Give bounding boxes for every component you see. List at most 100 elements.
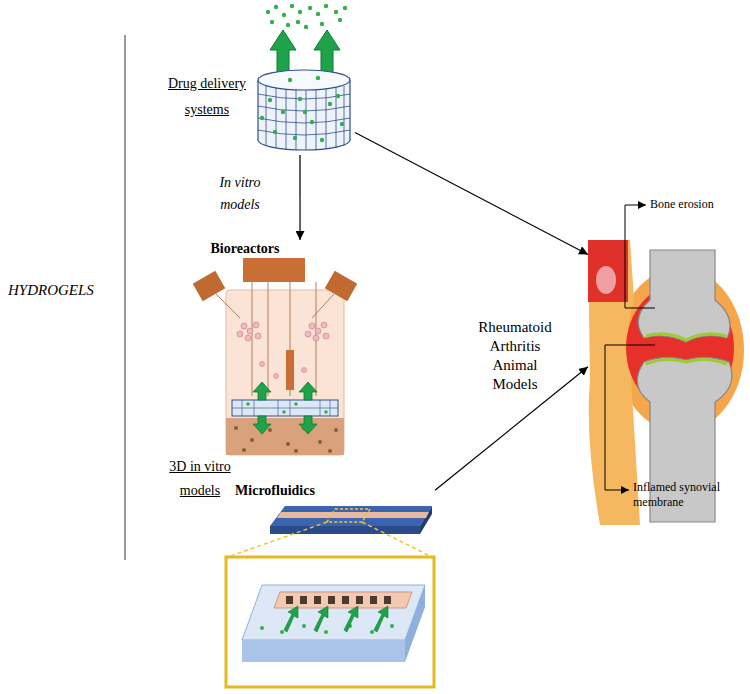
chip-zoom [390, 624, 394, 628]
connector-arrow [299, 155, 300, 240]
hydrogel-disk [340, 122, 344, 126]
released-drug-dots [296, 20, 300, 24]
diagram-node: Microfluidics [225, 482, 435, 690]
bioreactor [252, 282, 253, 396]
bioreactor [232, 408, 338, 409]
bioreactor [246, 402, 250, 406]
bioreactor [286, 350, 294, 390]
hydrogel-disk [281, 110, 285, 114]
chip-zoom [384, 596, 391, 604]
bioreactor [299, 382, 317, 400]
node-label: Bioreactors [200, 240, 290, 258]
bioreactor [252, 282, 316, 396]
bioreactor [286, 442, 290, 446]
hydrogel-disk [328, 102, 332, 106]
chip-zoom [274, 592, 412, 608]
leader-line [625, 205, 655, 308]
chip-zoom [286, 596, 293, 604]
bioreactor [260, 362, 265, 367]
microfluidic-chip [327, 509, 370, 522]
bioreactor [253, 382, 317, 434]
chip-zoom [342, 596, 349, 604]
released-drug-dots [282, 13, 286, 17]
node-label: Drug delivery systems [163, 71, 251, 123]
joint-illustration [588, 240, 640, 525]
bioreactor [328, 449, 332, 453]
bioreactor [243, 258, 305, 282]
bioreactor [268, 282, 269, 396]
chip-zoom [314, 606, 328, 632]
chip-zoom [226, 557, 434, 687]
bracket-line [125, 35, 126, 560]
released-drug-dots [290, 4, 294, 8]
bioreactor [242, 448, 246, 452]
node-label: Microfluidics [225, 482, 325, 500]
hydrogel-disk [273, 130, 277, 134]
annotation-label: 3D in vitro models [155, 455, 245, 503]
bioreactor [255, 333, 261, 339]
bioreactor [234, 426, 338, 453]
hydrogel-disk [258, 70, 350, 150]
chip-zoom [286, 596, 391, 604]
hydrogel-disk [320, 138, 324, 142]
released-drug-dots [338, 18, 342, 22]
bioreactor [247, 328, 253, 334]
bioreactor [312, 294, 334, 318]
released-drug-dots [308, 6, 312, 10]
bioreactor [309, 323, 315, 329]
bioreactor [268, 428, 272, 432]
hydrogel-disk [303, 110, 307, 114]
released-drug-dots [304, 25, 308, 29]
annotation-label: Bone erosion [650, 197, 714, 212]
edge-label: In vitro models [200, 172, 280, 216]
bioreactor [232, 400, 338, 416]
chip-zoom [260, 626, 264, 630]
hydrogel-disk [258, 70, 350, 90]
released-drug-dots [266, 4, 347, 29]
released-drug-dots [320, 22, 324, 26]
bioreactor [294, 449, 298, 453]
released-drug-dots [324, 4, 328, 8]
release-arrow [270, 30, 340, 75]
microfluidic-chip [277, 512, 429, 518]
bioreactor [274, 374, 279, 379]
released-drug-dots [298, 10, 302, 14]
joint-illustration [596, 266, 616, 294]
release-arrow [314, 30, 340, 75]
chip-zoom [284, 606, 298, 632]
chip-zoom [324, 630, 328, 634]
bioreactor [246, 402, 328, 414]
chip-zoom [370, 596, 377, 604]
released-drug-dots [343, 6, 347, 10]
chip-zoom [226, 557, 434, 687]
bioreactor [318, 440, 322, 444]
joint-illustration [588, 240, 628, 302]
joint-illustration [638, 250, 730, 342]
chip-zoom [370, 630, 374, 634]
hydrogel-disk [336, 94, 340, 98]
hydrogel-disk [298, 97, 302, 101]
bioreactor [193, 258, 358, 455]
hydrogel-disk [310, 120, 314, 124]
chip-zoom [356, 596, 363, 604]
chip-zoom [314, 596, 321, 604]
joint-illustration [588, 240, 744, 525]
hydrogel-disk [316, 76, 320, 80]
microfluidic-chip [420, 506, 432, 534]
hydrogel-disk [349, 80, 350, 140]
chip-zoom [344, 606, 358, 632]
bioreactor [232, 400, 338, 416]
chip-zoom [242, 640, 405, 662]
released-drug-dots [274, 5, 278, 9]
bioreactor [253, 382, 271, 400]
bioreactor [237, 322, 329, 379]
chip-zoom [284, 606, 388, 632]
chip-zoom [374, 606, 388, 632]
chip-zoom [280, 630, 284, 634]
bioreactor [253, 322, 259, 328]
leader-line [605, 345, 655, 490]
connector-arrow [355, 133, 588, 255]
bioreactor [315, 328, 321, 334]
